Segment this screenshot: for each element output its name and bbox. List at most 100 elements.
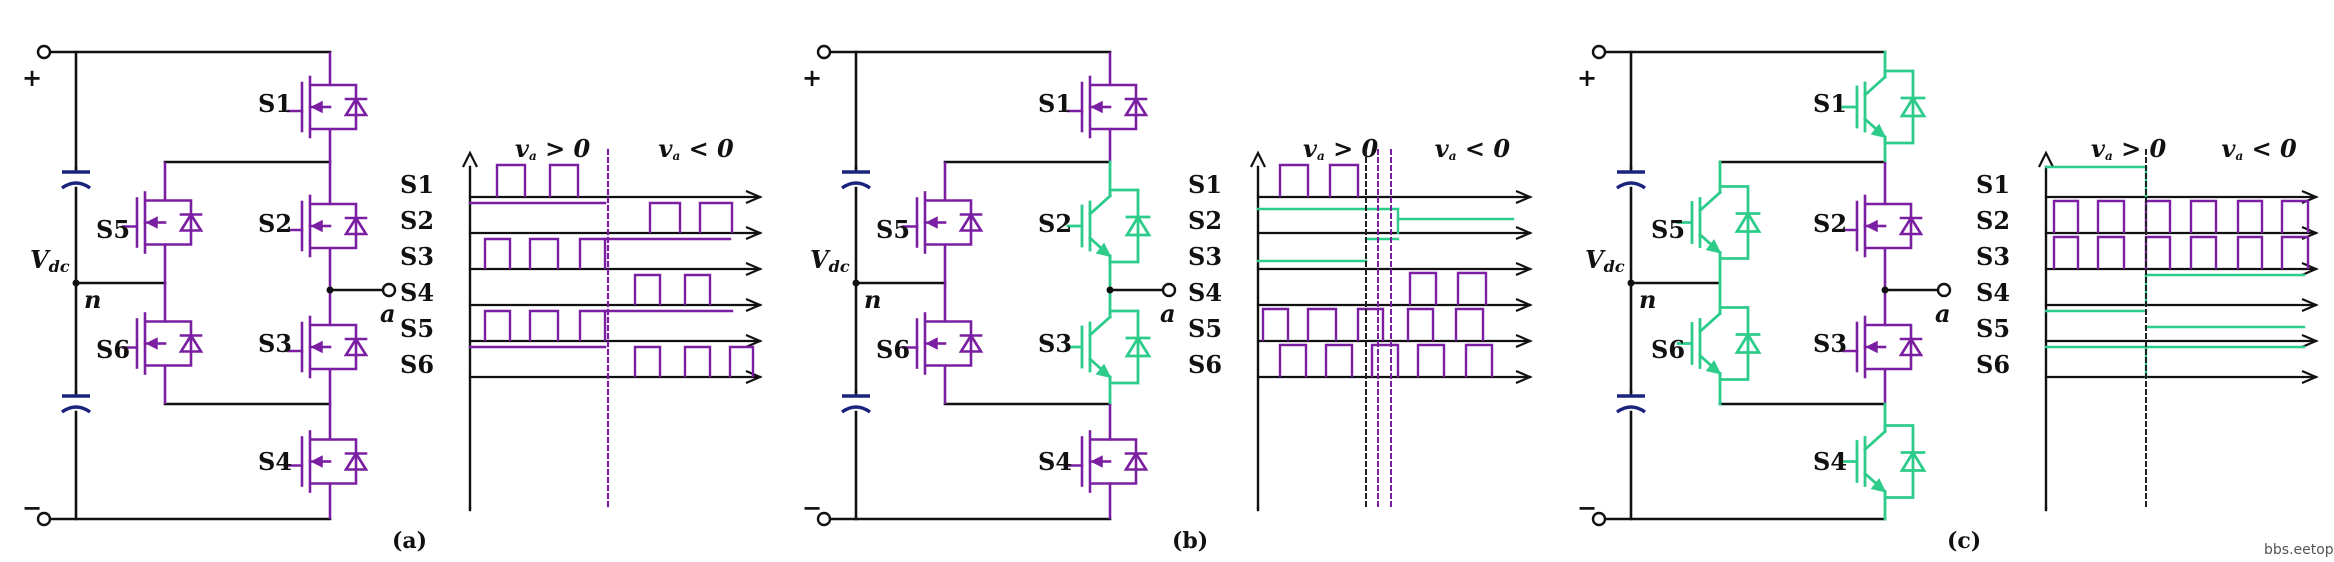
label-s3: S3 <box>258 329 292 358</box>
label-s2: S2 <box>258 209 292 238</box>
timing-arrow-s5 <box>1515 333 1533 349</box>
label-s1: S1 <box>1813 89 1847 118</box>
pulse-train-s5 <box>1261 307 1485 341</box>
terminal-circle-icon <box>1591 44 1607 60</box>
pulse-train-s1 <box>1278 163 1360 197</box>
pulse-train-s2 <box>648 201 734 233</box>
timing-arrow-s6 <box>745 369 763 385</box>
label-s4: S4 <box>258 447 292 476</box>
timing-arrow-s1 <box>1515 189 1533 205</box>
watermark-text: bbs.eetop.cn <box>2264 542 2334 558</box>
minus-terminal-label: − <box>802 493 822 522</box>
pulse-train-s5 <box>483 309 607 341</box>
timing-label-s2: S2 <box>400 206 434 235</box>
neutral-label: n <box>1639 285 1656 314</box>
switch-s2 <box>1066 160 1152 292</box>
terminal-circle-icon <box>36 511 52 527</box>
plus-terminal-label: + <box>22 63 42 92</box>
pulse-train-s4 <box>1408 271 1488 305</box>
switch-s4 <box>1066 404 1149 519</box>
output-label: a <box>1160 299 1176 328</box>
label-s1: S1 <box>1038 89 1072 118</box>
pulse-train-s4 <box>633 273 712 305</box>
timing-arrow-s6 <box>1515 369 1533 385</box>
terminal-circle-icon <box>36 44 52 60</box>
label-s5: S5 <box>1651 215 1685 244</box>
label-s5: S5 <box>876 215 910 244</box>
label-s4: S4 <box>1038 447 1072 476</box>
switch-s3 <box>1066 288 1152 406</box>
neutral-label: n <box>84 285 101 314</box>
output-label: a <box>380 299 396 328</box>
timing-label-s5: S5 <box>1188 314 1222 343</box>
axis-up-arrow <box>2038 150 2054 168</box>
vdc-label: Vdc <box>30 245 70 276</box>
switch-s3 <box>1841 290 1924 404</box>
timing-label-s3: S3 <box>1188 242 1222 271</box>
terminal-circle-icon <box>816 44 832 60</box>
timing-label-s4: S4 <box>1188 278 1222 307</box>
axis-up-arrow <box>1250 150 1266 168</box>
capacitor-icon <box>1616 166 1646 190</box>
timing-arrow-s2 <box>1515 225 1533 241</box>
pulse-train-s6 <box>1278 343 1494 377</box>
label-s1: S1 <box>258 89 292 118</box>
timing-label-s4: S4 <box>400 278 434 307</box>
terminal-circle-icon <box>816 511 832 527</box>
neutral-label: n <box>864 285 881 314</box>
timing-arrow-s6 <box>2301 369 2319 385</box>
timing-label-s6: S6 <box>1188 350 1222 379</box>
timing-arrow-s3 <box>2301 261 2319 277</box>
capacitor-icon <box>61 390 91 414</box>
panel-caption: (c) <box>1947 528 1981 554</box>
timing-label-s1: S1 <box>400 170 434 199</box>
timing-arrow-s4 <box>1515 297 1533 313</box>
switch-s2 <box>286 162 369 290</box>
pulse-train-s6 <box>633 345 755 377</box>
switch-s5 <box>901 162 984 283</box>
switch-s5 <box>1676 160 1762 285</box>
output-label: a <box>1935 299 1951 328</box>
timing-label-s3: S3 <box>400 242 434 271</box>
terminal-circle-icon <box>1591 511 1607 527</box>
axis-up-arrow <box>462 150 478 168</box>
timing-label-s2: S2 <box>1976 206 2010 235</box>
timing-label-s1: S1 <box>1188 170 1222 199</box>
timing-label-s5: S5 <box>400 314 434 343</box>
label-s2: S2 <box>1813 209 1847 238</box>
capacitor-icon <box>1616 390 1646 414</box>
label-s6: S6 <box>876 335 910 364</box>
switch-s4 <box>1841 402 1927 521</box>
condition-negative: va < 0 <box>2222 134 2298 163</box>
pulse-train-s2 <box>2052 199 2310 233</box>
timing-label-s5: S5 <box>1976 314 2010 343</box>
terminal-circle-icon <box>1161 282 1177 298</box>
label-s6: S6 <box>1651 335 1685 364</box>
panel-caption: (b) <box>1172 528 1208 554</box>
capacitor-icon <box>61 166 91 190</box>
vdc-label: Vdc <box>810 245 850 276</box>
terminal-circle-icon <box>381 282 397 298</box>
condition-negative: va < 0 <box>1435 134 1511 163</box>
timing-label-s4: S4 <box>1976 278 2010 307</box>
timing-arrow-s2 <box>745 225 763 241</box>
switch-s5 <box>121 162 204 283</box>
timing-arrow-s5 <box>2301 333 2319 349</box>
label-s4: S4 <box>1813 447 1847 476</box>
timing-label-s2: S2 <box>1188 206 1222 235</box>
switch-s6 <box>1676 281 1762 406</box>
condition-positive: va > 0 <box>1303 134 1379 163</box>
timing-arrow-s4 <box>2301 297 2319 313</box>
switch-s2 <box>1841 162 1924 290</box>
capacitor-icon <box>841 166 871 190</box>
minus-terminal-label: − <box>22 493 42 522</box>
plus-terminal-label: + <box>1577 63 1597 92</box>
switch-s3 <box>286 290 369 404</box>
pulse-train-s3 <box>483 237 607 269</box>
plus-terminal-label: + <box>802 63 822 92</box>
